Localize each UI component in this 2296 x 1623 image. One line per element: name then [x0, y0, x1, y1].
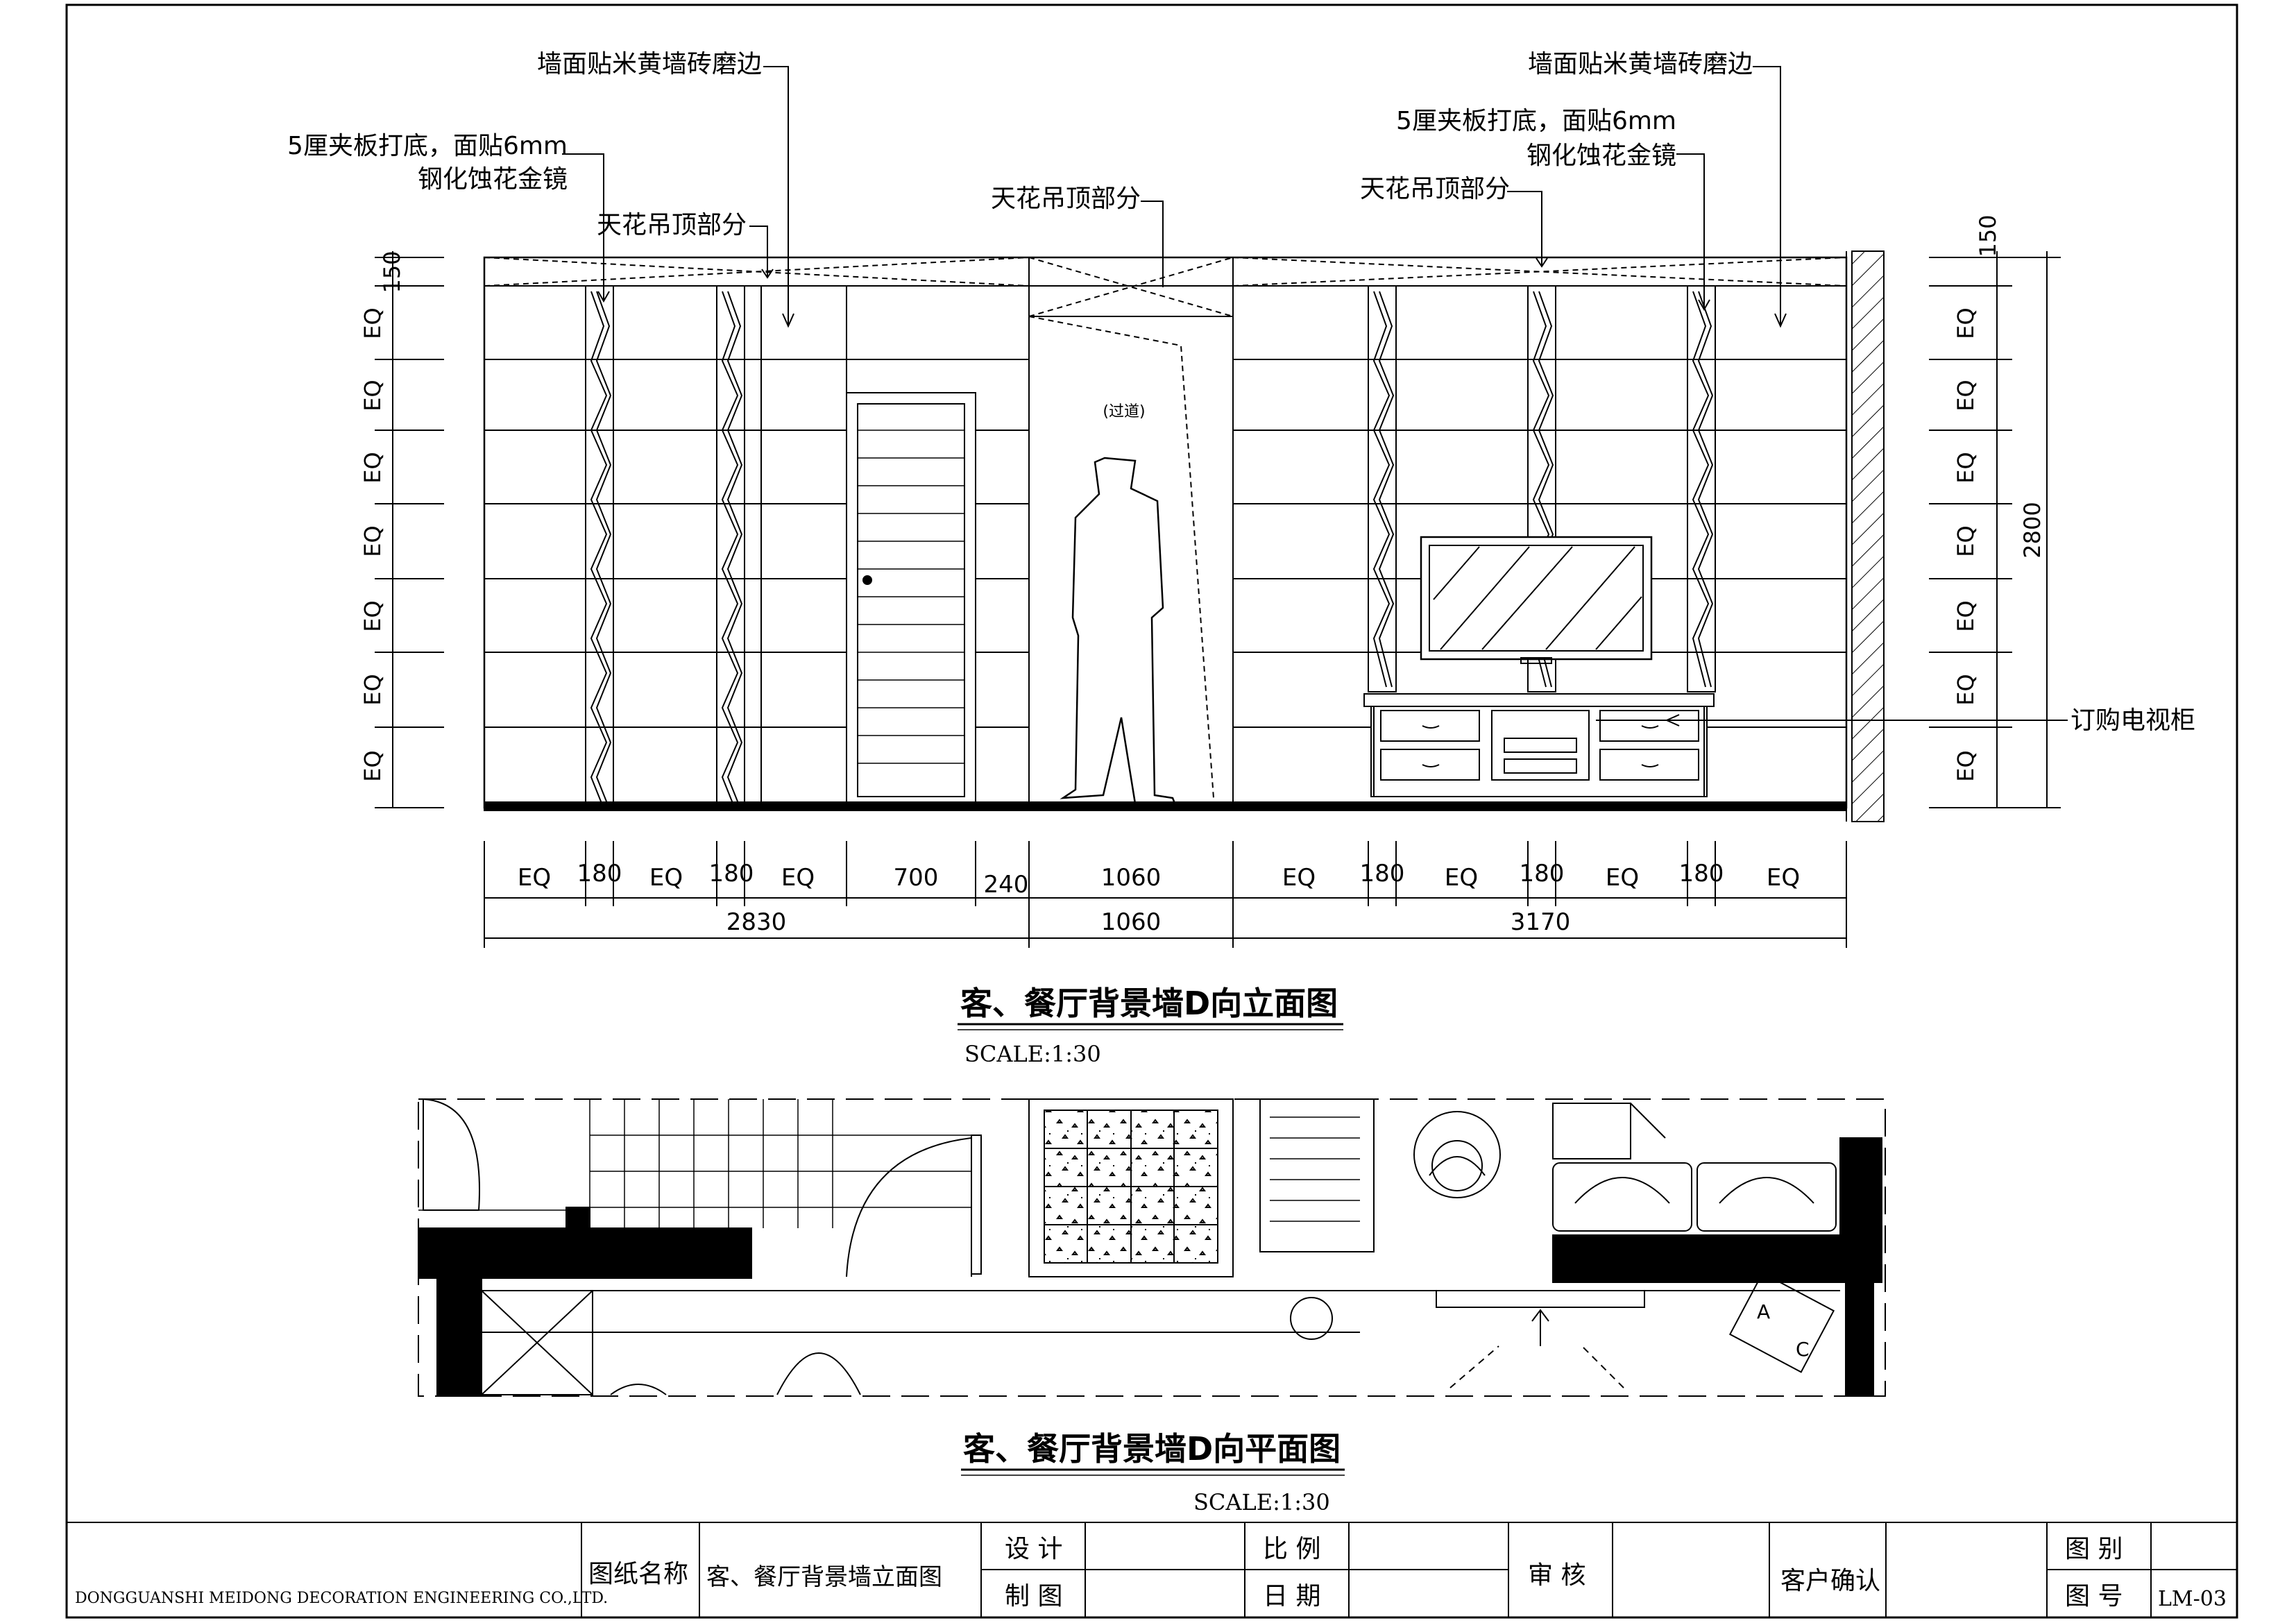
dim-left-6: EQ: [359, 674, 386, 705]
plan-wall-right: [1552, 1234, 1841, 1283]
drawing-number: LM-03: [2158, 1587, 2227, 1611]
dim-right-3: EQ: [1953, 452, 1979, 483]
dim-total-left: 2830: [726, 908, 787, 936]
dim-bottom-0: EQ: [518, 864, 551, 892]
plan-sign-letter-a: A: [1757, 1300, 1770, 1323]
drawing-name: 客、餐厅背景墙立面图: [706, 1563, 942, 1591]
dim-bottom-11: 180: [1520, 860, 1565, 887]
review-label: 审 核: [1528, 1561, 1585, 1590]
dim-left-4: EQ: [359, 525, 386, 556]
number-label: 图 号: [2065, 1582, 2123, 1611]
label-mirror-right-line2: 钢化蚀花金镜: [1527, 142, 1676, 170]
left-dim-texts: 150 EQ EQ EQ EQ EQ EQ EQ: [359, 250, 405, 781]
dim-right-2: EQ: [1953, 380, 1979, 411]
floor-slab: [484, 801, 1847, 811]
leader-lines: [562, 66, 2068, 726]
label-ceiling-left: 天花吊顶部分: [597, 211, 747, 239]
dim-bottom-6: 240: [984, 871, 1029, 899]
wall-section-hatch: [1851, 250, 1885, 822]
elevation-annotations: 墙面贴米黄墙砖磨边 5厘夹板打底，面贴6mm 钢化蚀花金镜 天花吊顶部分 天花吊…: [287, 50, 2195, 735]
dim-bottom-13: 180: [1679, 860, 1724, 887]
dim-left-7: EQ: [359, 750, 386, 781]
dim-total-right: 3170: [1511, 908, 1571, 936]
plan-scale: SCALE:1:30: [1193, 1489, 1330, 1515]
dim-bottom-2: EQ: [649, 864, 683, 892]
drawing-name-label: 图纸名称: [588, 1560, 688, 1588]
design-label: 设 计: [1005, 1535, 1062, 1563]
dim-left-0: 150: [379, 250, 405, 293]
label-mirror-left-line1: 5厘夹板打底，面贴6mm: [287, 132, 568, 160]
dim-bottom-10: EQ: [1445, 864, 1478, 892]
tv-cabinet: [1363, 693, 1715, 797]
dim-left-1: EQ: [359, 307, 386, 339]
title-block-texts: DONGGUANSHI MEIDONG DECORATION ENGINEERI…: [75, 1535, 2227, 1611]
dim-left-5: EQ: [359, 600, 386, 631]
dim-right-7: EQ: [1953, 750, 1979, 781]
dim-right-0: 150: [1975, 214, 2001, 257]
category-label: 图 别: [2065, 1535, 2123, 1563]
elevation-scale: SCALE:1:30: [964, 1041, 1101, 1067]
door: [846, 392, 976, 808]
left-dimension-chain: [375, 251, 444, 808]
title-block: [67, 1522, 2237, 1617]
dim-bottom-4: EQ: [781, 864, 815, 892]
dim-bottom-8: EQ: [1282, 864, 1316, 892]
label-tile-right: 墙面贴米黄墙砖磨边: [1528, 50, 1753, 78]
label-mirror-right-line1: 5厘夹板打底，面贴6mm: [1396, 107, 1676, 135]
label-tv-cabinet: 订购电视柜: [2070, 706, 2195, 735]
label-tile-left: 墙面贴米黄墙砖磨边: [537, 50, 762, 78]
scale-label: 比 例: [1263, 1535, 1320, 1563]
dim-right-6: EQ: [1953, 674, 1979, 705]
label-mirror-left-line2: 钢化蚀花金镜: [418, 165, 568, 194]
right-dim-texts: 150 EQ EQ EQ EQ EQ EQ EQ 2800: [1953, 214, 2046, 781]
tv-set: [1420, 536, 1653, 664]
dim-right-5: EQ: [1953, 600, 1979, 631]
dim-bottom-14: EQ: [1767, 864, 1800, 892]
label-ceiling-right: 天花吊顶部分: [1360, 175, 1510, 203]
date-label: 日 期: [1263, 1582, 1320, 1611]
bottom-dim-texts: EQ 180 EQ 180 EQ 700 240 1060 EQ 180 EQ …: [518, 860, 1800, 936]
company-name: DONGGUANSHI MEIDONG DECORATION ENGINEERI…: [75, 1590, 608, 1607]
dim-bottom-12: EQ: [1606, 864, 1639, 892]
mirror-strip-left-1: [585, 285, 614, 808]
dim-total-passage: 1060: [1101, 908, 1162, 936]
dim-right-1: EQ: [1953, 307, 1979, 339]
dim-right-4: EQ: [1953, 525, 1979, 556]
mirror-strip-left-2: [716, 285, 745, 808]
dim-bottom-7: 1060: [1101, 864, 1162, 892]
dim-bottom-3: 180: [709, 860, 754, 887]
plan-sign-letter-c: C: [1796, 1338, 1810, 1361]
bottom-dimension-chain: [484, 841, 1847, 948]
dim-right-total: 2800: [2019, 502, 2046, 558]
right-dimension-chain: [1929, 251, 2061, 808]
dim-bottom-5: 700: [894, 864, 939, 892]
sheet-border: [65, 3, 2238, 1619]
mirror-strip-right-1: [1368, 285, 1397, 692]
client-confirm-label: 客户确认: [1780, 1567, 1880, 1595]
mirror-strip-right-3: [1687, 285, 1716, 692]
person-silhouette: [1060, 457, 1177, 806]
dim-left-2: EQ: [359, 380, 386, 411]
label-ceiling-mid: 天花吊顶部分: [991, 185, 1141, 213]
plan-wall-left: [418, 1227, 752, 1279]
plan-title: 客、餐厅背景墙D向平面图: [963, 1430, 1341, 1468]
label-passage: (过道): [1103, 403, 1145, 420]
dim-bottom-1: 180: [577, 860, 622, 887]
elevation-drawing: [483, 250, 1885, 822]
plan-drawing: [418, 1098, 1886, 1397]
dim-bottom-9: 180: [1360, 860, 1405, 887]
draw-label: 制 图: [1005, 1582, 1062, 1611]
dim-left-3: EQ: [359, 452, 386, 483]
elevation-title: 客、餐厅背景墙D向立面图: [960, 985, 1338, 1022]
